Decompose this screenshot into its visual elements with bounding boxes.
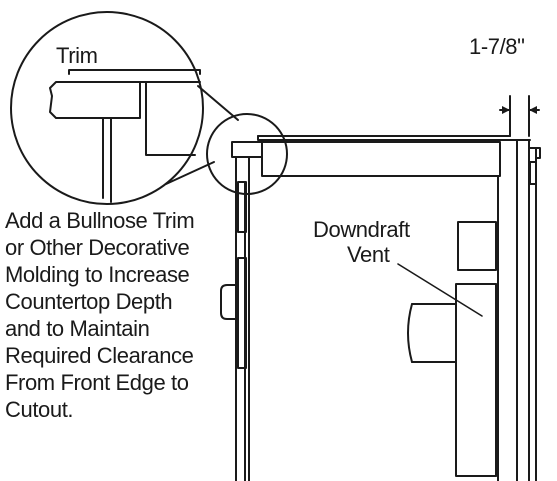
cabinet-panel-lower xyxy=(237,257,247,369)
instruction-line: and to Maintain xyxy=(5,316,149,341)
countertop-top-surface xyxy=(257,135,531,141)
downdraft-upper-box xyxy=(457,221,497,271)
dimension-label: 1-7/8" xyxy=(469,34,525,59)
callout-connector-top xyxy=(197,85,239,121)
downdraft-motor-end xyxy=(407,303,413,363)
dimension-indicator xyxy=(499,95,540,137)
dimension-arrowhead-right xyxy=(529,106,537,114)
zoom-trim-piece xyxy=(49,81,141,119)
cabinet-handle xyxy=(220,284,239,320)
downdraft-motor-body xyxy=(411,303,457,363)
zoom-callout xyxy=(10,11,204,205)
trim-label: Trim xyxy=(56,43,98,68)
downdraft-leader-line xyxy=(397,263,483,317)
instruction-line: Required Clearance xyxy=(5,343,194,368)
cabinet-right-bracket xyxy=(529,161,537,185)
dimension-arrowhead-left xyxy=(502,106,510,114)
instruction-line: Cutout. xyxy=(5,397,73,422)
instruction-line: Countertop Depth xyxy=(5,289,172,314)
downdraft-label-line-2: Vent xyxy=(347,242,390,267)
zoom-countertop-edge xyxy=(68,69,201,75)
cabinet-panel-upper xyxy=(237,181,247,233)
downdraft-label-line-1: Downdraft xyxy=(313,217,410,242)
instruction-text: Add a Bullnose Trim or Other Decorative … xyxy=(5,208,195,422)
instruction-line: Molding to Increase xyxy=(5,262,190,287)
instruction-line: or Other Decorative xyxy=(5,235,190,260)
instruction-line: Add a Bullnose Trim xyxy=(5,208,194,233)
zoom-cabinet-edge xyxy=(145,81,196,156)
zoom-circle xyxy=(10,11,204,205)
cabinet-right-lip xyxy=(528,147,541,159)
cooktop-body xyxy=(261,141,501,177)
countertop-trim xyxy=(231,141,263,158)
callout-connector-bottom xyxy=(165,161,215,185)
cabinet-section xyxy=(220,135,541,481)
instruction-line: From Front Edge to xyxy=(5,370,189,395)
